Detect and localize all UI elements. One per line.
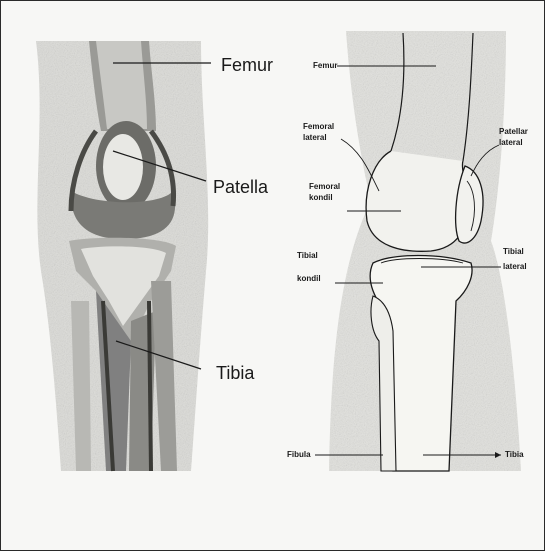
femoral-lateral-label-line1: Femoral (303, 122, 334, 131)
patellar-lateral-label-line2: lateral (499, 138, 523, 147)
tibia-label: Tibia (216, 363, 255, 383)
tibial-condyle-label-line1: Tibial (297, 251, 318, 260)
patellar-lateral-label-line1: Patellar (499, 127, 528, 136)
tibial-lateral-label-line1: Tibial (503, 247, 524, 256)
xray-knee-image (36, 41, 208, 471)
fibula-label: Fibula (287, 450, 311, 459)
knee-line-drawing (329, 31, 521, 471)
tibia-small-label: Tibia (505, 450, 524, 459)
femur-small-label: Femur (313, 61, 337, 70)
femur-label: Femur (221, 55, 273, 75)
tibial-lateral-label-line2: lateral (503, 262, 527, 271)
femoral-condyle-label-line1: Femoral (309, 182, 340, 191)
tibial-condyle-label-line2: kondil (297, 274, 321, 283)
femoral-condyle-label-line2: kondil (309, 193, 333, 202)
femoral-lateral-label-line2: lateral (303, 133, 327, 142)
patella-label: Patella (213, 177, 269, 197)
